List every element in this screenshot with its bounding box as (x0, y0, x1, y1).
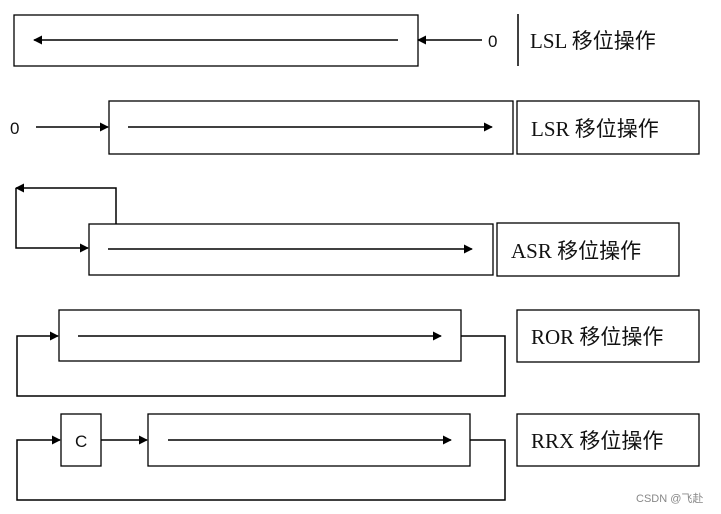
ror-rotate-path (16, 331, 506, 397)
row-rrx: C RRX 移位操作 (16, 413, 700, 501)
asr-sign-input-arrow (15, 188, 89, 253)
ror-label: ROR 移位操作 (531, 325, 663, 349)
row-lsl: 0 LSL 移位操作 (13, 14, 700, 67)
lsr-label-box (516, 100, 700, 155)
asr-label: ASR 移位操作 (511, 239, 641, 263)
asr-label-box (496, 222, 680, 277)
lsl-label: LSL 移位操作 (530, 29, 656, 53)
row-lsr: 0 LSR 移位操作 (10, 100, 700, 155)
ror-label-box (516, 309, 700, 363)
row-ror: ROR 移位操作 (16, 309, 700, 397)
rrx-carry-label: C (75, 432, 87, 451)
lsl-zero-input: 0 (488, 32, 497, 51)
rrx-label: RRX 移位操作 (531, 429, 663, 453)
rrx-rotate-path (16, 435, 506, 501)
asr-sign-feedback-arrow (15, 183, 117, 224)
lsr-label: LSR 移位操作 (531, 117, 659, 141)
rrx-label-box (516, 413, 700, 467)
row-asr: ASR 移位操作 (15, 183, 680, 277)
lsl-label-box (518, 14, 700, 66)
lsr-zero-input: 0 (10, 119, 19, 138)
watermark: CSDN @飞赴 (636, 491, 703, 505)
